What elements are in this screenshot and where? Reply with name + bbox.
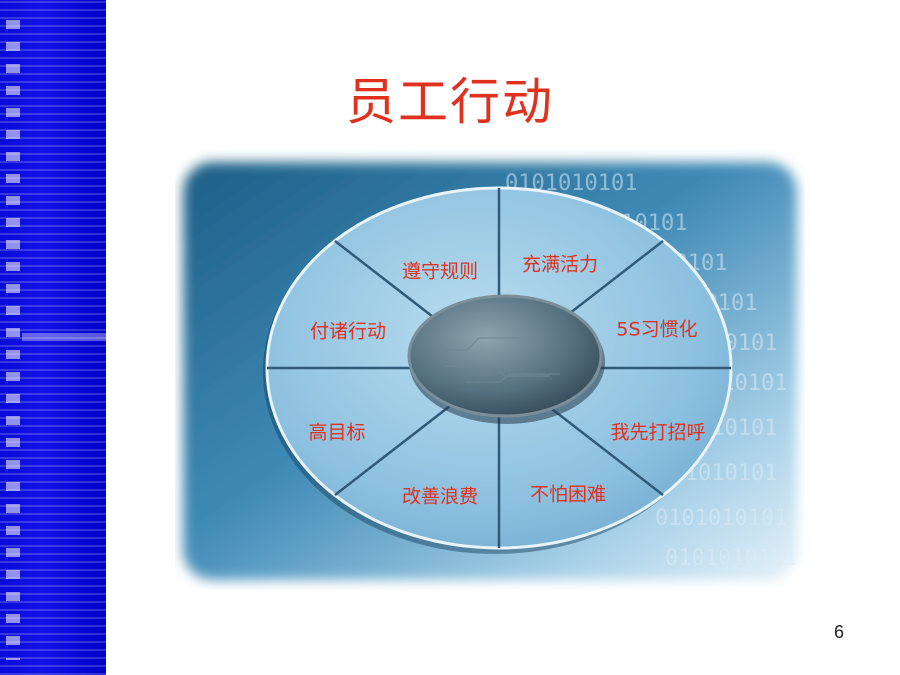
page-number: 6 [833,622,844,642]
slide-title: 员工行动 [346,73,554,131]
wheel-hub [407,294,603,418]
wheel-graphic: 0101010101 0101010101 0101010101 0101010… [183,162,797,580]
segment-label-fear-no-difficulty: 不怕困难 [529,483,607,506]
segment-label-5s-habit: 5S习惯化 [616,318,698,341]
segment-label-take-action: 付诸行动 [309,320,387,343]
svg-text:0101010101: 0101010101 [655,506,787,531]
sidebar-stripe [22,333,106,341]
segment-label-follow-rules: 遵守规则 [401,260,479,283]
segment-label-greet-first: 我先打招呼 [610,421,706,444]
left-decorative-bar [0,0,106,675]
segment-label-full-of-energy: 充满活力 [521,253,599,276]
segment-label-high-goals: 高目标 [308,421,366,444]
hub-circuit-lines [437,337,560,383]
segment-label-reduce-waste: 改善浪费 [401,485,479,508]
action-wheel-diagram: 0101010101 0101010101 0101010101 0101010… [175,150,805,590]
sidebar-square-pattern [6,20,20,660]
svg-text:0101010101: 0101010101 [665,546,797,571]
